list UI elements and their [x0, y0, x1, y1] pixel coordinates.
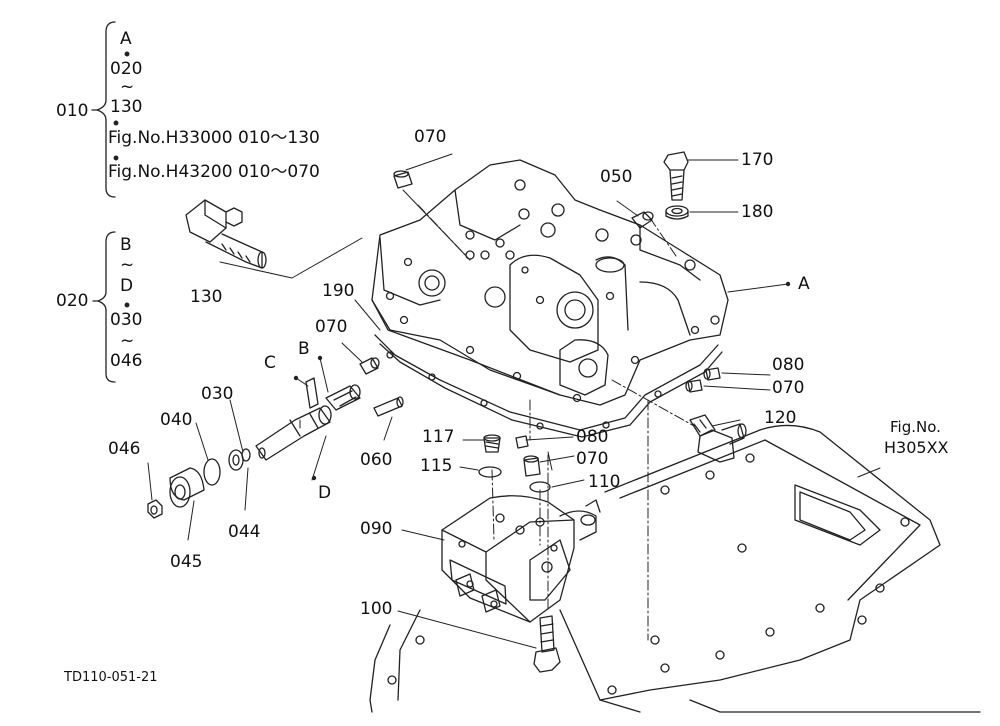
callout-070-lower: 070: [576, 449, 609, 469]
bolt-100: [533, 615, 561, 673]
legend-b-line-6: 046: [110, 351, 143, 371]
leader-lines: [147, 153, 881, 649]
spool-b: [325, 384, 361, 411]
plug-070-top: [393, 170, 413, 189]
legend-a-line-1: A: [120, 29, 132, 49]
callout-045: 045: [170, 552, 203, 572]
callout-c: C: [264, 353, 276, 373]
callout-040: 040: [160, 410, 193, 430]
callout-180: 180: [741, 202, 774, 222]
washer-044: [228, 449, 244, 471]
valve-body-housing: [371, 159, 729, 406]
bolt-170: [663, 151, 689, 201]
valve-block-090: [441, 495, 601, 623]
callout-030: 030: [201, 384, 234, 404]
legend-b-group-number: 020: [56, 291, 89, 311]
callout-090: 090: [360, 519, 393, 539]
callout-190: 190: [322, 281, 355, 301]
plug-080-lower: [515, 435, 529, 449]
plug-070-left: [359, 357, 380, 375]
callout-070-left: 070: [315, 317, 348, 337]
legend-b-line-4: 030: [110, 310, 143, 330]
alignment-lines: [417, 204, 695, 641]
plug-070-lower: [523, 455, 541, 477]
callout-080-right: 080: [772, 355, 805, 375]
legend-b-line-1: B: [120, 235, 132, 255]
o-ring-115: [478, 466, 502, 478]
transmission-case: [369, 424, 981, 713]
spool-d: [255, 405, 332, 461]
legend-bracket-a: [91, 21, 130, 198]
legend-b-line-2: ~: [120, 255, 135, 275]
plug-080-right: [703, 367, 721, 381]
legend-bracket-b: [92, 231, 130, 383]
callout-117: 117: [422, 427, 455, 447]
legend-a-line-6: Fig.No.H43200 010～070: [108, 162, 320, 182]
cap-045: [169, 467, 205, 508]
pin-060: [373, 396, 404, 417]
washer-180: [665, 205, 689, 220]
fig-ref-line-1: Fig.No.: [890, 418, 941, 436]
elbow-fitting-120: [689, 414, 747, 463]
callout-b: B: [298, 339, 310, 359]
plug-070-right: [685, 379, 703, 393]
callout-070-right: 070: [772, 378, 805, 398]
fig-ref-line-2: H305XX: [884, 438, 949, 457]
legend-b-line-3: D: [120, 276, 134, 296]
drawing-code: TD110-051-21: [64, 670, 158, 685]
elbow-fitting-130: [185, 199, 267, 269]
callout-046: 046: [108, 439, 141, 459]
pin-c: [305, 377, 319, 409]
callout-100: 100: [360, 599, 393, 619]
nut-046: [147, 499, 163, 519]
callout-115: 115: [420, 456, 453, 476]
callout-080-lower: 080: [576, 427, 609, 447]
callout-110: 110: [588, 472, 621, 492]
filter-117: [483, 434, 501, 453]
legend-a-line-5: Fig.No.H33000 010～130: [108, 128, 320, 148]
callout-d: D: [318, 483, 332, 503]
plug-050: [631, 211, 654, 229]
ring-030: [241, 448, 251, 462]
callout-a: A: [798, 274, 810, 294]
callout-130: 130: [190, 287, 223, 307]
o-ring-040: [203, 458, 221, 486]
gasket-190: [374, 334, 723, 438]
legend-a-line-2: 020: [110, 59, 143, 79]
callout-050: 050: [600, 167, 633, 187]
legend-a-line-3: ~: [120, 77, 135, 97]
legend-a-line-4: 130: [110, 97, 143, 117]
legend-a-group-number: 010: [56, 101, 89, 121]
callout-170: 170: [741, 150, 774, 170]
legend-b-line-5: ~: [120, 331, 135, 351]
callout-070-top: 070: [414, 127, 447, 147]
leader-dots: [293, 281, 791, 481]
callout-044: 044: [228, 522, 261, 542]
callout-060: 060: [360, 450, 393, 470]
callout-120: 120: [764, 408, 797, 428]
